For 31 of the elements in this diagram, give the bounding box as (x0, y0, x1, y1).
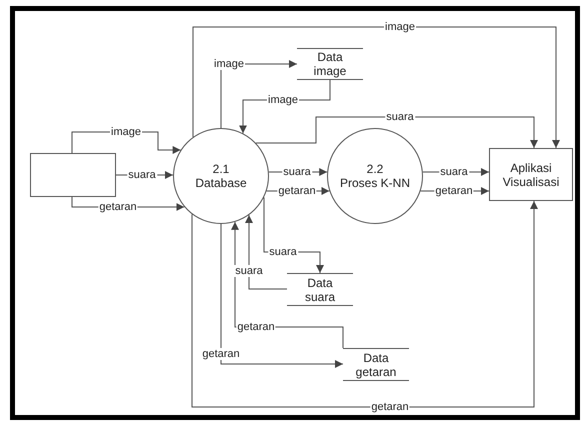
edge-label: getaran (434, 185, 474, 197)
edge-label: getaran (277, 185, 317, 197)
node-label: Data suara (304, 276, 335, 304)
entity-box (30, 153, 116, 197)
edge-label: getaran (201, 348, 241, 360)
arrow (255, 116, 538, 148)
edge-label: suara (385, 111, 415, 123)
edge-label: getaran (98, 201, 138, 213)
edge-label: getaran (370, 401, 410, 413)
node-label: Data getaran (356, 350, 396, 378)
arrow (220, 224, 344, 368)
edge-label: suara (127, 169, 157, 181)
entity-box (489, 148, 573, 201)
arrow (192, 200, 538, 408)
edge-label: suara (439, 166, 469, 178)
edge-label: image (110, 126, 142, 138)
edge-label: suara (234, 265, 264, 277)
node-label: Proses K-NN (340, 176, 410, 190)
node-label: Data image (314, 50, 346, 78)
arrow (245, 214, 288, 290)
node-label: 2.1 (212, 162, 230, 176)
edge-label: image (384, 21, 416, 33)
arrow (192, 26, 560, 148)
edge-label: image (267, 94, 299, 106)
node-label: 2.2 (366, 162, 384, 176)
node-label: Database (195, 176, 247, 190)
edge-label: getaran (236, 321, 276, 333)
edge-label: image (213, 58, 245, 70)
node-label: Aplikasi Visualisasi (502, 160, 560, 188)
edge-label: suara (268, 246, 298, 258)
edge-label: suara (282, 166, 312, 178)
